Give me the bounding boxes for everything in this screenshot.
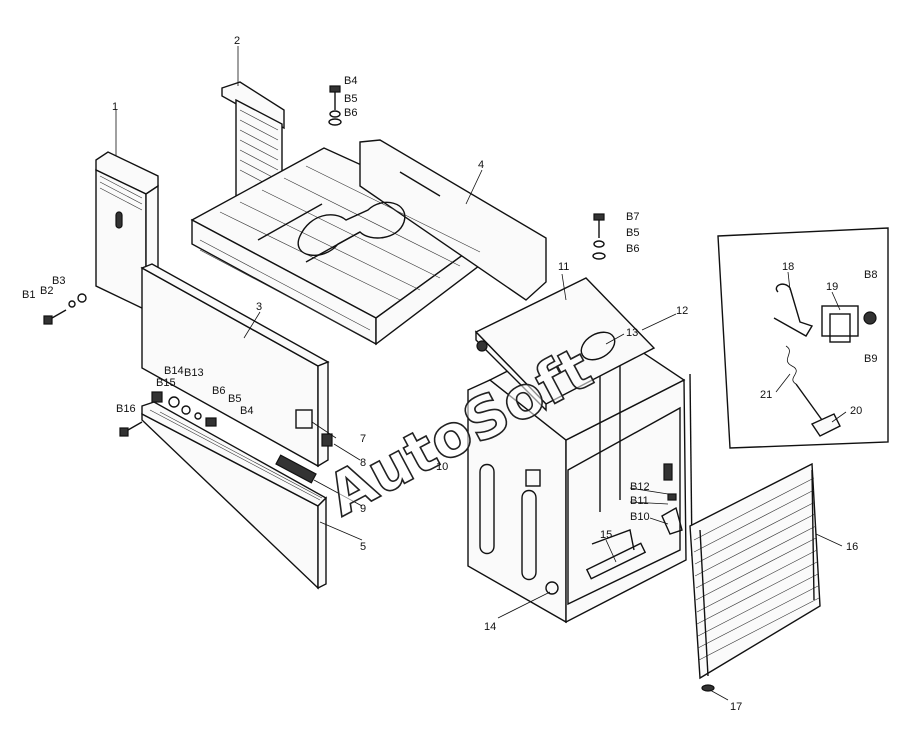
callout-2: 2 xyxy=(234,35,240,47)
callout-b5-top: B5 xyxy=(344,93,357,105)
callout-21: 21 xyxy=(760,389,772,401)
fasteners xyxy=(43,85,677,501)
part-4-floor-frame xyxy=(190,139,547,346)
callout-b10: B10 xyxy=(630,511,650,523)
part-2-rear-panel xyxy=(221,81,285,197)
callout-11: 11 xyxy=(558,261,569,273)
callout-b6-mid: B6 xyxy=(626,243,639,255)
callout-20: 20 xyxy=(850,405,862,417)
callout-14: 14 xyxy=(484,621,496,633)
callout-b4-top: B4 xyxy=(344,75,357,87)
callout-10: 10 xyxy=(436,461,448,473)
callout-b6-top: B6 xyxy=(344,107,357,119)
callout-b5-mid: B5 xyxy=(626,227,639,239)
callout-b5-low: B5 xyxy=(228,393,241,405)
callout-7: 7 xyxy=(360,433,366,445)
callout-b15: B15 xyxy=(156,377,176,389)
callout-9: 9 xyxy=(360,503,366,515)
callout-b9: B9 xyxy=(864,353,877,365)
callout-b12: B12 xyxy=(630,481,650,493)
leader-lines xyxy=(115,46,847,701)
callout-labels: 1 2 3 4 5 7 8 9 10 11 12 13 14 15 16 17 … xyxy=(22,35,877,713)
callout-b3: B3 xyxy=(52,275,65,287)
part-12-roof-lid xyxy=(474,277,656,412)
callout-4: 4 xyxy=(478,159,484,171)
callout-18: 18 xyxy=(782,261,794,273)
callout-17: 17 xyxy=(730,701,742,713)
callout-b11: B11 xyxy=(630,495,649,507)
callout-13: 13 xyxy=(626,327,638,339)
callout-b8: B8 xyxy=(864,269,877,281)
part-5-base-board xyxy=(141,401,328,590)
callout-15: 15 xyxy=(600,529,612,541)
part-16-rear-grille xyxy=(689,462,821,692)
callout-5: 5 xyxy=(360,541,366,553)
callout-1: 1 xyxy=(112,101,118,113)
callout-19: 19 xyxy=(826,281,838,293)
callout-b6-low: B6 xyxy=(212,385,225,397)
callout-b14: B14 xyxy=(164,365,184,377)
callout-8: 8 xyxy=(360,457,366,469)
detail-inset-box xyxy=(717,227,889,449)
callout-16: 16 xyxy=(846,541,858,553)
callout-3: 3 xyxy=(256,301,262,313)
callout-b16: B16 xyxy=(116,403,136,415)
callout-b1: B1 xyxy=(22,289,35,301)
part-3-front-panel xyxy=(140,263,333,468)
callout-b13: B13 xyxy=(184,367,204,379)
callout-b2: B2 xyxy=(40,285,53,297)
callout-b4-low: B4 xyxy=(240,405,253,417)
callout-12: 12 xyxy=(676,305,688,317)
callout-b7: B7 xyxy=(626,211,639,223)
